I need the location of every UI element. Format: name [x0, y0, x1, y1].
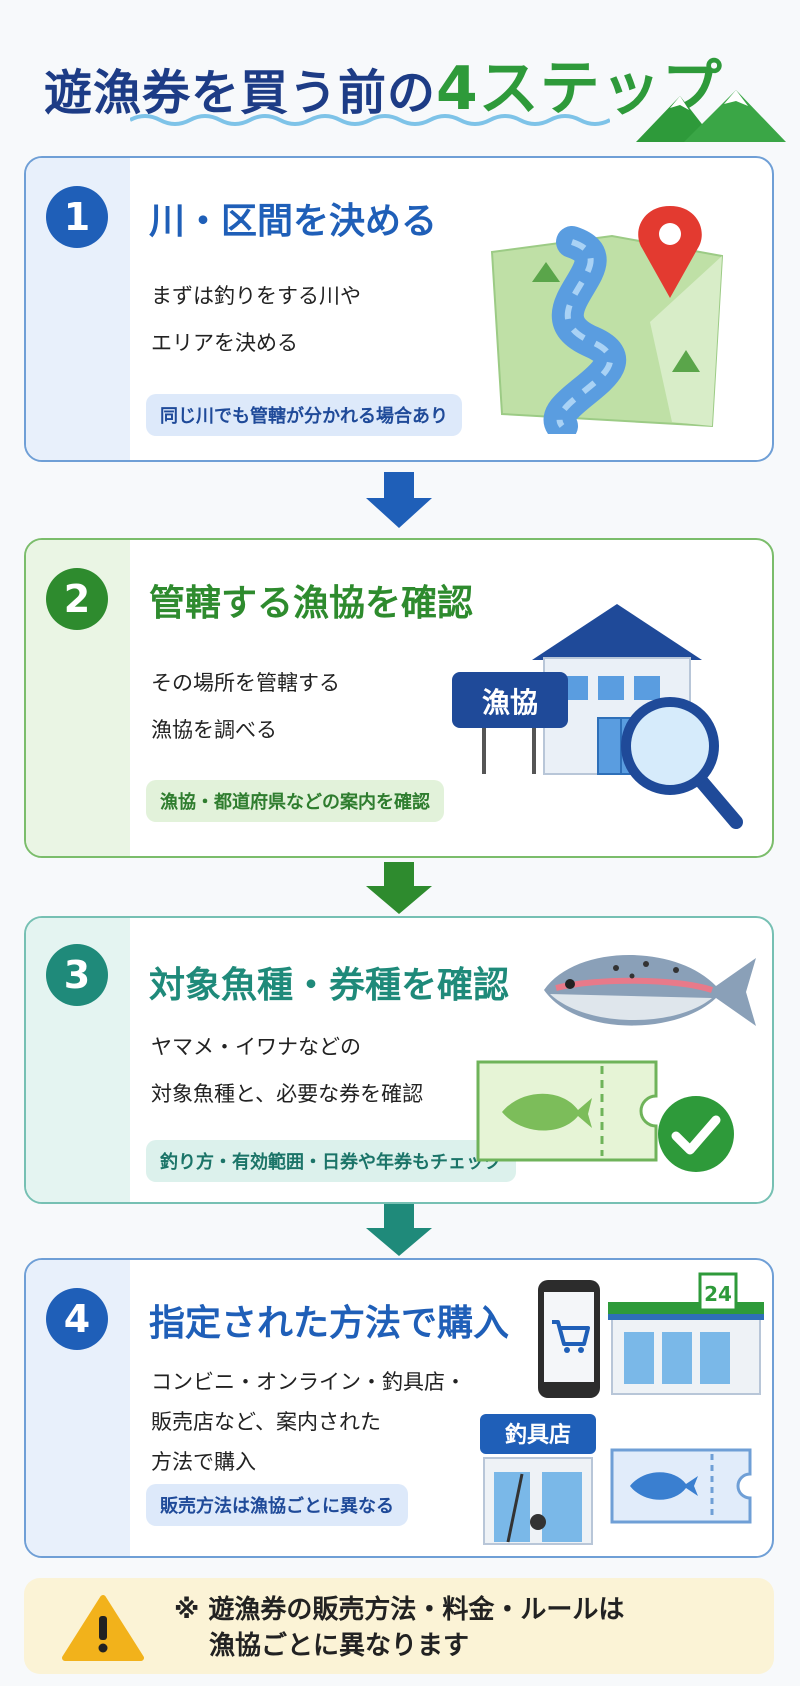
step-description-line: 漁協を調べる	[151, 718, 277, 742]
convenience-store-icon: 24	[608, 1272, 764, 1395]
step-description-line: 方法で購入	[151, 1450, 256, 1474]
office-building-icon: 漁協	[452, 604, 743, 829]
step-card-2: 2 管轄する漁協を確認 その場所を管轄する 漁協を調べる 漁協・都道府県などの案…	[24, 538, 774, 858]
step-heading: 管轄する漁協を確認	[149, 583, 474, 624]
step-description: まずは釣りをする川や エリアを決める	[151, 273, 361, 367]
step-card-4: 4 指定された方法で購入 コンビニ・オンライン・釣具店・ 販売店など、案内された…	[24, 1258, 774, 1558]
title-number: 4	[436, 54, 479, 124]
smartphone-cart-icon	[538, 1280, 600, 1398]
step-description-line: 対象魚種と、必要な券を確認	[151, 1082, 424, 1106]
building-sign: 漁協	[482, 686, 538, 719]
store-number: 24	[704, 1282, 732, 1306]
step-description: コンビニ・オンライン・釣具店・ 販売店など、案内された 方法で購入	[151, 1362, 466, 1482]
step-number-badge: 1	[46, 186, 108, 248]
ticket-icon	[476, 1060, 658, 1162]
warning-icon	[62, 1595, 144, 1661]
step-tag: 同じ川でも管轄が分かれる場合あり	[146, 394, 462, 436]
step-tag: 漁協・都道府県などの案内を確認	[146, 780, 444, 822]
step-description-line: ヤマメ・イワナなどの	[151, 1035, 361, 1059]
tackle-shop-icon: 釣具店	[480, 1414, 596, 1545]
step-number-badge: 3	[46, 944, 108, 1006]
arrow-down-icon	[366, 862, 432, 914]
river-map-icon	[490, 206, 724, 434]
step-number-badge: 4	[46, 1288, 108, 1350]
step-tag: 釣り方・有効範囲・日券や年券もチェック	[146, 1140, 516, 1182]
step-description-line: その場所を管轄する	[151, 671, 340, 695]
notice-line: ※ 遊漁券の販売方法・料金・ルールは	[174, 1595, 625, 1625]
step-card-3: 3 対象魚種・券種を確認 ヤマメ・イワナなどの 対象魚種と、必要な券を確認 釣り…	[24, 916, 774, 1204]
shop-sign: 釣具店	[505, 1422, 571, 1448]
wave-decoration-icon	[130, 114, 610, 126]
step-description-line: コンビニ・オンライン・釣具店・	[151, 1370, 466, 1394]
notice-text: ※ 遊漁券の販売方法・料金・ルールは 漁協ごとに異なります	[174, 1592, 624, 1664]
step-description-line: エリアを決める	[151, 331, 298, 355]
checkmark-icon	[658, 1096, 734, 1172]
step-number-badge: 2	[46, 568, 108, 630]
step-heading: 指定された方法で購入	[149, 1303, 510, 1344]
step-description-line: 販売店など、案内された	[151, 1410, 381, 1434]
step-heading: 対象魚種・券種を確認	[149, 965, 510, 1006]
arrow-down-icon	[366, 472, 432, 528]
step-description-line: まずは釣りをする川や	[151, 284, 361, 308]
notice-line: 漁協ごとに異なります	[174, 1631, 470, 1661]
title-main: 遊漁券を買う前の	[44, 65, 437, 121]
ticket-icon	[610, 1448, 752, 1524]
step-card-1: 1 川・区間を決める まずは釣りをする川や エリアを決める 同じ川でも管轄が分か…	[24, 156, 774, 462]
notice-box: ※ 遊漁券の販売方法・料金・ルールは 漁協ごとに異なります	[24, 1578, 774, 1674]
step-heading: 川・区間を決める	[149, 201, 438, 242]
mountain-icon	[636, 90, 786, 142]
step-description: その場所を管轄する 漁協を調べる	[151, 660, 340, 754]
trout-icon	[544, 954, 756, 1026]
step-description: ヤマメ・イワナなどの 対象魚種と、必要な券を確認	[151, 1024, 423, 1118]
step-tag: 販売方法は漁協ごとに異なる	[146, 1484, 408, 1526]
arrow-down-icon	[366, 1204, 432, 1256]
